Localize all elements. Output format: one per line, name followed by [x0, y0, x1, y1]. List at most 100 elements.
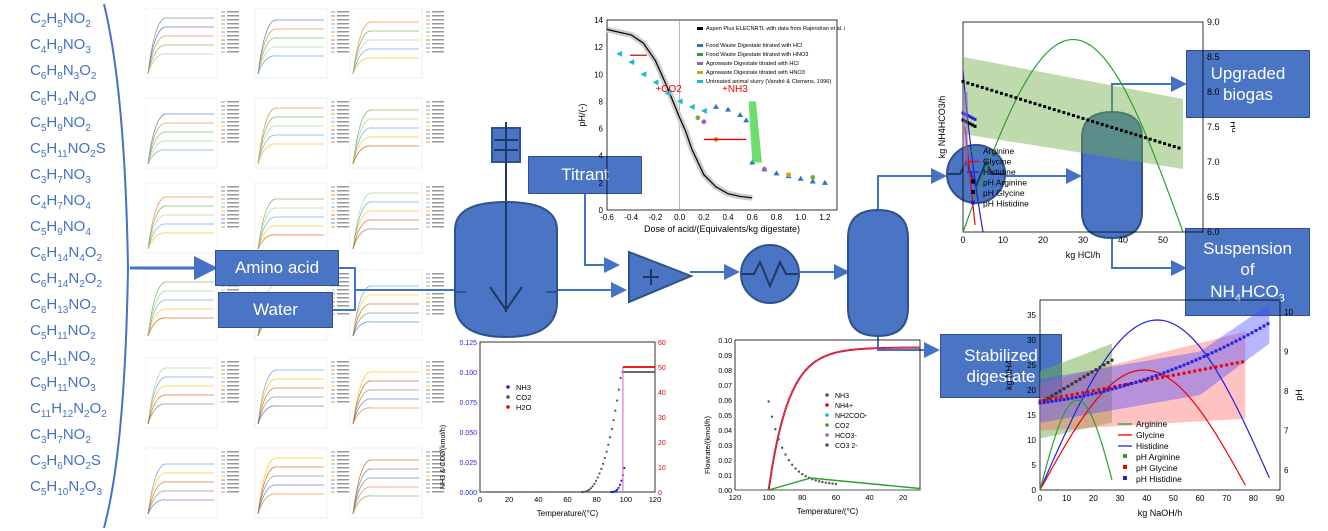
nh3-point: [620, 479, 623, 482]
y-tick-label: 0.01: [718, 473, 732, 480]
thumbnail-legend-text: [337, 125, 349, 127]
thumbnail-legend-text: [432, 105, 444, 107]
thumbnail-series: [352, 486, 419, 515]
ph-point: [1062, 111, 1066, 115]
shaded-region: [963, 92, 968, 169]
thumbnail-legend-text: [432, 393, 444, 395]
co2-point: [610, 427, 613, 431]
nh3-point: [821, 480, 824, 484]
x-tick-label: 100: [762, 493, 775, 502]
x-tick-label: -0.2: [649, 213, 663, 222]
ph-point: [1102, 363, 1106, 367]
thumbnail-legend-text: [432, 43, 444, 45]
thumbnail-legend-text: [227, 101, 239, 103]
thumbnail-legend-text: [227, 214, 239, 216]
ph-point: [1210, 351, 1214, 355]
annotation-co2: +CO2: [655, 84, 682, 95]
ph-point: [1070, 393, 1074, 397]
thumbnail-legend-text: [337, 467, 349, 469]
thumbnail-series: [147, 499, 214, 515]
co2-curve: [768, 477, 921, 491]
nh3-point: [774, 427, 777, 431]
y2-tick-label: 30: [658, 415, 666, 422]
ph-point: [1091, 389, 1095, 393]
legend-label: Agrowaste Digestate titrated with HCl: [706, 61, 799, 67]
ph-point: [1115, 127, 1119, 131]
legend-key: [506, 405, 510, 409]
legend-label: Glycine: [1136, 430, 1165, 440]
ph-point: [1038, 401, 1042, 405]
y-tick-label: 15: [1027, 411, 1036, 420]
ph-point: [1019, 97, 1023, 101]
ph-point: [1081, 391, 1085, 395]
ph-point: [1094, 391, 1098, 395]
thumbnail-legend-text: [337, 385, 349, 387]
y-tick-label: 0.07: [718, 383, 732, 390]
y-tick-label: 0.09: [718, 353, 732, 360]
amino-acid-box: Amino acid: [215, 250, 339, 286]
ph-point: [1106, 361, 1110, 365]
thumbnail-legend-text: [227, 198, 239, 200]
thumbnail-legend-text: [227, 117, 239, 119]
x-tick-label: 30: [1078, 235, 1088, 245]
model-line: [606, 28, 753, 199]
thumbnail-series: [352, 48, 419, 75]
suspension-line: NH4HCO3: [1210, 281, 1285, 305]
ph-point: [1225, 363, 1229, 367]
co2-point: [603, 456, 606, 460]
thumbnail-legend-text: [227, 27, 239, 29]
thumbnail-series: [147, 44, 214, 75]
thumbnail-legend-text: [432, 27, 444, 29]
x-axis-label: kg HCl/h: [1066, 250, 1101, 260]
co2-point: [586, 489, 589, 492]
data-point: [664, 90, 671, 97]
ph-point: [1182, 371, 1186, 375]
legend-label: Histidine: [983, 167, 1016, 177]
x-tick-label: 120: [649, 495, 662, 504]
ph-point: [1086, 118, 1090, 122]
thumbnail-legend-text: [337, 101, 349, 103]
data-point: [628, 59, 635, 66]
co2-point: [593, 482, 596, 485]
y2-axis-label: pH: [1229, 121, 1235, 133]
y2-tick-label: 8.0: [1207, 87, 1220, 97]
ph-point: [1266, 322, 1270, 326]
ph-point: [1218, 347, 1222, 351]
data-point: [688, 103, 695, 110]
y-tick-label: 5: [1032, 461, 1037, 470]
nh3-point: [827, 482, 831, 485]
nh3-point: [797, 470, 801, 473]
thumbnail-series: [147, 472, 214, 515]
thumbnail-series: [257, 234, 324, 250]
legend-label: pH Histidine: [983, 199, 1029, 209]
thumbnail-legend-text: [227, 389, 239, 391]
ph-point: [1119, 128, 1123, 132]
ph-point: [1202, 354, 1206, 358]
ph-point: [1118, 385, 1122, 389]
ph-point: [999, 91, 1003, 95]
ph-point: [1134, 133, 1138, 137]
ph-point: [1094, 368, 1098, 372]
nh3-point: [614, 490, 617, 493]
ph-point: [1102, 389, 1106, 393]
co2-point: [594, 479, 598, 482]
ph-point: [1038, 103, 1042, 107]
thumbnail-legend-text: [227, 222, 239, 224]
thumbnail-series: [147, 308, 214, 337]
ph-point: [1194, 358, 1198, 362]
thumbnail-legend-text: [432, 475, 444, 477]
formula-item: C6H8N3O2: [30, 62, 97, 82]
data-point: [640, 71, 647, 78]
co2-point: [580, 490, 584, 494]
thumbnail-frame: [349, 8, 423, 79]
thumbnail-legend-text: [227, 289, 239, 291]
ph-point: [1049, 397, 1053, 401]
thumbnail-series: [352, 39, 419, 75]
thumbnail-legend-text: [337, 137, 349, 139]
formula-item: C3H7NO2: [30, 426, 91, 446]
ph-point: [1058, 398, 1062, 402]
y2-tick-label: 40: [658, 390, 666, 397]
ph-point: [968, 122, 972, 126]
legend-label: pH Arginine: [983, 178, 1027, 188]
